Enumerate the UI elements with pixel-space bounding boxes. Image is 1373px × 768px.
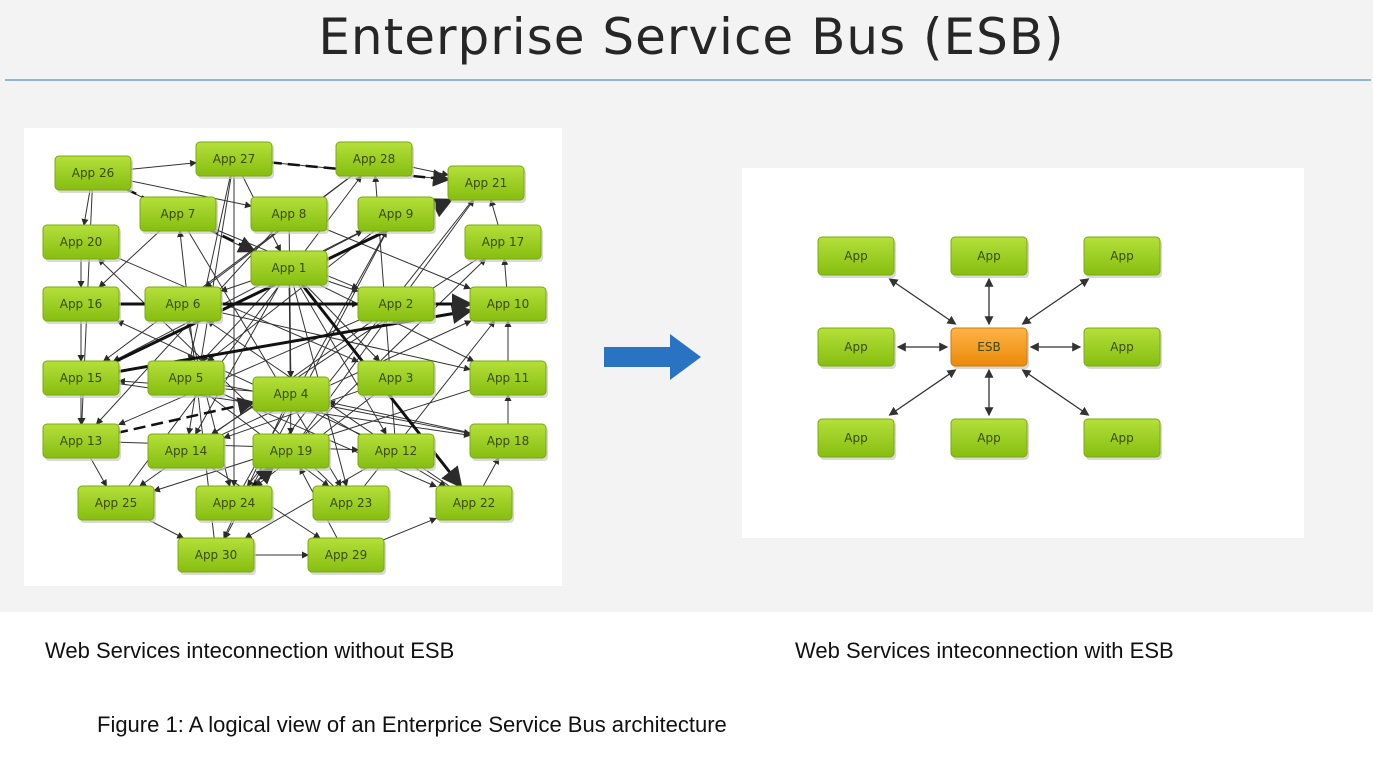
node-label: App 14	[165, 444, 208, 458]
esb-hub-node: ESB	[950, 327, 1029, 369]
node-app-17: App 17	[464, 224, 543, 262]
node-label: App 19	[270, 444, 313, 458]
node-label: App 2	[379, 297, 414, 311]
node-label: App 28	[353, 152, 396, 166]
caption-with-esb: Web Services inteconnection with ESB	[795, 638, 1174, 663]
node-label: App 25	[95, 496, 138, 510]
node-label: App 27	[213, 152, 256, 166]
page-title: Enterprise Service Bus (ESB)	[318, 8, 1065, 66]
node-label: App 21	[465, 176, 508, 190]
node-label: App 30	[195, 548, 238, 562]
esb-spoke	[1021, 278, 1090, 325]
node-app-29: App 29	[307, 537, 386, 575]
node-label: App 6	[166, 297, 201, 311]
esb-app-label: App	[844, 340, 867, 354]
node-app-26: App 26	[54, 155, 133, 193]
node-app-13: App 13	[42, 423, 121, 461]
node-label: App 20	[60, 235, 103, 249]
caption-without-esb: Web Services inteconnection without ESB	[45, 638, 455, 663]
mesh-connection	[207, 320, 475, 504]
esb-hub-label: ESB	[977, 340, 1000, 354]
node-label: App 15	[60, 371, 103, 385]
node-label: App 26	[72, 166, 115, 180]
node-app-16: App 16	[42, 286, 121, 324]
node-app-24: App 24	[195, 485, 274, 523]
node-label: App 16	[60, 297, 103, 311]
esb-app-label: App	[844, 431, 867, 445]
esb-app-label: App	[844, 249, 867, 263]
node-app-3: App 3	[357, 360, 436, 398]
node-app-28: App 28	[335, 141, 414, 179]
node-app-22: App 22	[435, 485, 514, 523]
node-app-14: App 14	[147, 433, 226, 471]
transition-arrow-icon	[604, 334, 701, 380]
node-label: App 17	[482, 235, 525, 249]
node-label: App 24	[213, 496, 256, 510]
node-label: App 23	[330, 496, 373, 510]
esb-app-node: App	[1083, 327, 1162, 369]
esb-app-node: App	[950, 236, 1029, 278]
esb-app-label: App	[977, 249, 1000, 263]
esb-spoke	[888, 369, 957, 416]
node-label: App 1	[272, 261, 307, 275]
mesh-connection	[118, 303, 397, 426]
mesh-connection	[153, 377, 509, 493]
node-label: App 10	[487, 297, 530, 311]
node-label: App 11	[487, 371, 530, 385]
mesh-connection	[350, 320, 496, 504]
esb-app-node: App	[1083, 236, 1162, 278]
node-label: App 5	[169, 371, 204, 385]
esb-app-node: App	[817, 236, 896, 278]
esb-app-node: App	[817, 327, 896, 369]
mesh-connection	[187, 158, 235, 362]
node-app-19: App 19	[252, 433, 331, 471]
node-label: App 13	[60, 434, 103, 448]
node-app-10: App 10	[469, 286, 548, 324]
node-app-7: App 7	[139, 196, 218, 234]
node-label: App 8	[272, 207, 307, 221]
node-app-11: App 11	[469, 360, 548, 398]
node-label: App 18	[487, 434, 530, 448]
esb-app-label: App	[1110, 249, 1133, 263]
esb-app-label: App	[977, 431, 1000, 445]
node-app-23: App 23	[312, 485, 391, 523]
node-label: App 29	[325, 548, 368, 562]
figure-caption: Figure 1: A logical view of an Enterpric…	[97, 712, 727, 737]
node-label: App 7	[161, 207, 196, 221]
esb-spokes	[888, 277, 1090, 417]
node-app-27: App 27	[195, 141, 274, 179]
node-app-4: App 4	[252, 376, 331, 414]
esb-spoke	[888, 278, 957, 325]
node-app-8: App 8	[250, 196, 329, 234]
node-app-30: App 30	[177, 537, 256, 575]
node-label: App 3	[379, 371, 414, 385]
mesh-nodes: App 26 App 27 App 28 App 21 App 7 App 8 App 9 A…	[42, 141, 548, 575]
esb-spoke	[1021, 369, 1090, 416]
esb-app-node: App	[1083, 418, 1162, 460]
node-app-20: App 20	[42, 224, 121, 262]
node-app-18: App 18	[469, 423, 548, 461]
node-app-2: App 2	[357, 286, 436, 324]
node-label: App 9	[379, 207, 414, 221]
esb-app-label: App	[1110, 340, 1133, 354]
node-label: App 4	[274, 387, 309, 401]
title-divider	[5, 79, 1371, 81]
esb-app-node: App	[950, 418, 1029, 460]
mesh-connection	[112, 213, 397, 362]
node-app-12: App 12	[357, 433, 436, 471]
node-app-6: App 6	[144, 286, 223, 324]
node-label: App 12	[375, 444, 418, 458]
node-app-15: App 15	[42, 360, 121, 398]
node-app-1: App 1	[250, 250, 329, 288]
esb-app-node: App	[817, 418, 896, 460]
node-app-25: App 25	[77, 485, 156, 523]
node-app-5: App 5	[147, 360, 226, 398]
node-app-9: App 9	[357, 196, 436, 234]
esb-app-label: App	[1110, 431, 1133, 445]
node-label: App 22	[453, 496, 496, 510]
node-app-21: App 21	[447, 165, 526, 203]
